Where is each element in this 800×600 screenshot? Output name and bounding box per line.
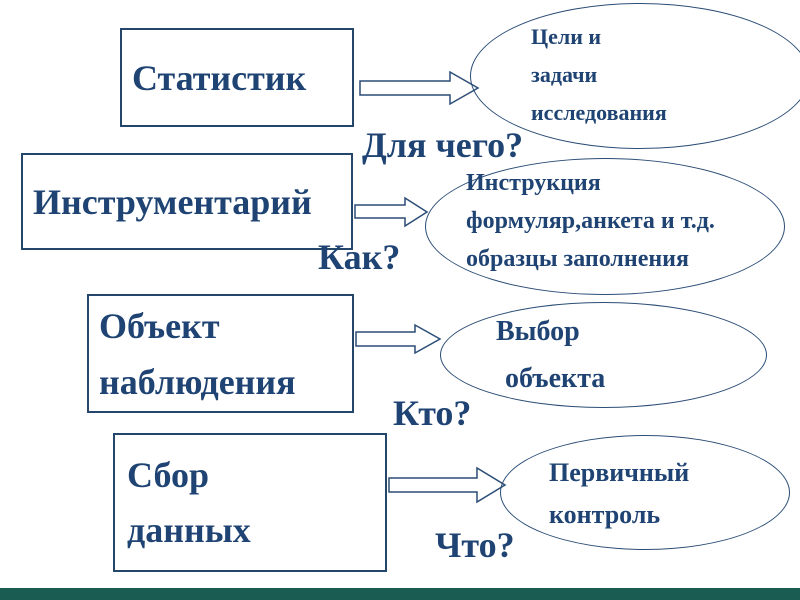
arrow-right-icon — [359, 70, 480, 106]
ellipse-text-line: объекта — [505, 363, 606, 394]
ellipse-text-line: исследования — [531, 100, 667, 125]
box-obekt-nablyudeniya: Объект наблюдения — [87, 294, 354, 413]
box-label: данных — [127, 509, 251, 550]
ellipse-text-line: Цели и — [531, 24, 602, 49]
ellipse-text: Цели и задачи исследования — [531, 18, 667, 132]
arrow-right-icon — [354, 196, 429, 228]
ellipse-text-line: формуляр,анкета и т.д. — [466, 208, 715, 234]
question-dlya-chego: Для чего? — [362, 125, 524, 165]
box-sbor-dannykh: Сбор данных — [113, 433, 387, 572]
ellipse-text-line: задачи — [531, 62, 598, 87]
ellipse-vybor-obekta: Выбор объекта — [440, 302, 767, 408]
question-kak: Как? — [318, 237, 401, 277]
ellipse-text-line: образцы заполнения — [466, 246, 689, 272]
ellipse-pervichnyi-kontrol: Первичный контроль — [500, 435, 790, 550]
ellipse-text: Выбор объекта — [496, 308, 605, 402]
arrow-right-icon — [388, 466, 507, 504]
question-chto: Что? — [435, 525, 515, 565]
ellipse-text: Инструкция формуляр,анкета и т.д. образц… — [466, 164, 715, 278]
arrow-right-icon — [355, 323, 442, 355]
box-label: наблюдения — [99, 361, 296, 402]
question-kto: Кто? — [393, 393, 472, 433]
ellipse-tseli-zadachi: Цели и задачи исследования — [470, 3, 800, 149]
ellipse-text-line: Первичный — [549, 458, 690, 487]
box-statistik: Статистик — [120, 28, 354, 127]
box-label: Статистик — [132, 57, 307, 98]
ellipse-text-line: Инструкция — [466, 170, 601, 196]
footer-bar — [0, 588, 800, 600]
ellipse-text-line: контроль — [549, 500, 661, 529]
box-instrumentarii: Инструментарий — [21, 153, 353, 250]
box-label: Инструментарий — [33, 181, 312, 222]
ellipse-text: Первичный контроль — [549, 452, 689, 536]
box-label: Объект — [99, 305, 220, 346]
ellipse-text-line: Выбор — [496, 316, 580, 347]
box-label: Сбор — [127, 454, 209, 495]
ellipse-instruktsiya: Инструкция формуляр,анкета и т.д. образц… — [425, 158, 785, 295]
